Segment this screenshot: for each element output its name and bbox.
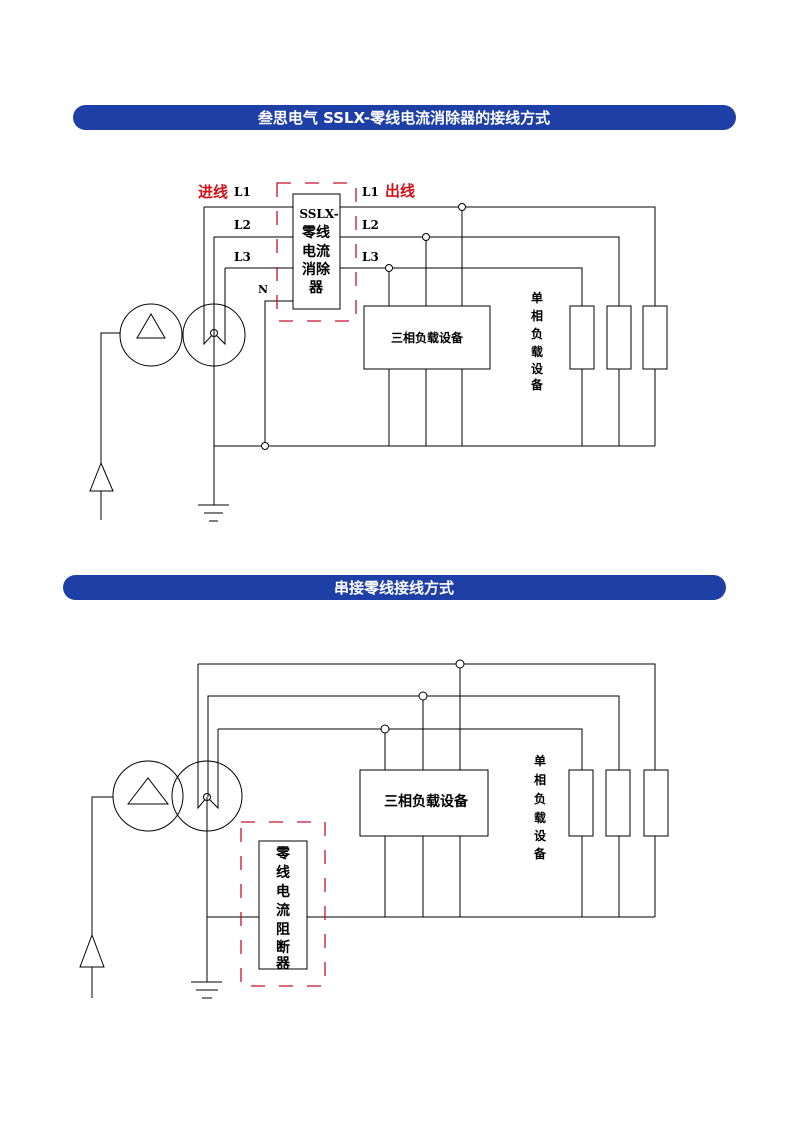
diagram-label: 断 bbox=[276, 939, 290, 956]
diagram-label: 负 bbox=[534, 791, 546, 806]
diagram-label: 器 bbox=[308, 280, 324, 296]
diagram-label: 三相负载设备 bbox=[384, 793, 469, 810]
diagram-label: N bbox=[258, 283, 268, 296]
three-phase-load: 三相负载设备 bbox=[363, 305, 491, 370]
device-dashed-outline bbox=[240, 821, 326, 987]
single-phase-load-3 bbox=[643, 769, 669, 837]
diagram-label: 电流 bbox=[302, 243, 330, 260]
banner-diagram2: 串接零线接线方式 bbox=[63, 575, 726, 600]
diagram1: SSLX- 零线 电流 消除 器 三相负载设备 单 相 负 载 设 备 进线 bbox=[89, 182, 668, 522]
single-phase-load-2 bbox=[605, 769, 631, 837]
diagram-label: 负 bbox=[531, 326, 543, 341]
device-dashed-outline bbox=[276, 182, 357, 322]
diagram-label: 设 bbox=[534, 828, 547, 843]
diagram-label: L3 bbox=[234, 250, 251, 264]
out-label: 出线 bbox=[385, 182, 415, 200]
transformer-icon bbox=[112, 664, 243, 832]
diagram-label: SSLX- bbox=[299, 207, 338, 221]
diagram-label: 载 bbox=[531, 344, 543, 359]
single-phase-load-3 bbox=[642, 305, 668, 370]
single-phase-load-2 bbox=[606, 305, 632, 370]
diagram-label: L3 bbox=[362, 250, 379, 264]
banner-diagram1: 叁思电气 SSLX-零线电流消除器的接线方式 bbox=[73, 105, 736, 130]
diagram-label: 零 bbox=[275, 845, 291, 862]
diagram-label: 单 bbox=[531, 290, 543, 305]
diagram-label: 三相负载设备 bbox=[391, 330, 464, 345]
diagram-label: 阻 bbox=[276, 922, 290, 938]
diagram-label: 消除 bbox=[302, 261, 331, 278]
diagram-label: 载 bbox=[534, 810, 546, 825]
input-feed bbox=[100, 332, 120, 520]
diagram-label: 单 bbox=[534, 753, 546, 768]
diagram-label: 流 bbox=[276, 902, 290, 919]
source-triangle-icon bbox=[89, 461, 114, 492]
diagram-label: L2 bbox=[234, 218, 251, 232]
diagram-label: 器 bbox=[275, 956, 291, 972]
input-feed bbox=[91, 796, 113, 998]
single-phase-load-label: 单 相 负 载 设 备 bbox=[533, 753, 547, 861]
ground-icon bbox=[191, 981, 222, 999]
diagram-label: 线 bbox=[276, 864, 290, 881]
transformer-icon bbox=[119, 207, 246, 367]
in-label: 进线 bbox=[198, 183, 228, 201]
diagram2-title: 串接零线接线方式 bbox=[334, 579, 454, 597]
diagram-label: 零线 bbox=[301, 224, 330, 241]
three-phase-load: 三相负载设备 bbox=[359, 769, 489, 837]
diagram2: 零 线 电 流 阻 断 器 三相负载设备 单 相 负 载 设 备 bbox=[79, 659, 669, 999]
single-phase-load-label: 单 相 负 载 设 备 bbox=[530, 290, 544, 392]
diagram-label: L1 bbox=[362, 185, 379, 199]
diagram-label: 备 bbox=[530, 377, 544, 392]
sslx-device: SSLX- 零线 电流 消除 器 bbox=[292, 193, 341, 310]
neutral-blocker-device: 零 线 电 流 阻 断 器 bbox=[258, 840, 308, 972]
ground-icon bbox=[198, 504, 229, 522]
diagram1-title: 叁思电气 SSLX-零线电流消除器的接线方式 bbox=[257, 109, 550, 127]
single-phase-load-1 bbox=[569, 305, 595, 370]
diagram-label: 备 bbox=[533, 846, 547, 861]
diagram-label: L1 bbox=[234, 185, 251, 199]
diagram-label: 相 bbox=[531, 308, 543, 323]
single-phase-load-1 bbox=[568, 769, 594, 837]
diagram-label: L2 bbox=[362, 218, 379, 232]
diagram-label: 设 bbox=[531, 361, 544, 376]
diagram-label: 相 bbox=[534, 772, 546, 787]
diagram-label: 电 bbox=[276, 883, 290, 900]
source-triangle-icon bbox=[79, 933, 105, 968]
